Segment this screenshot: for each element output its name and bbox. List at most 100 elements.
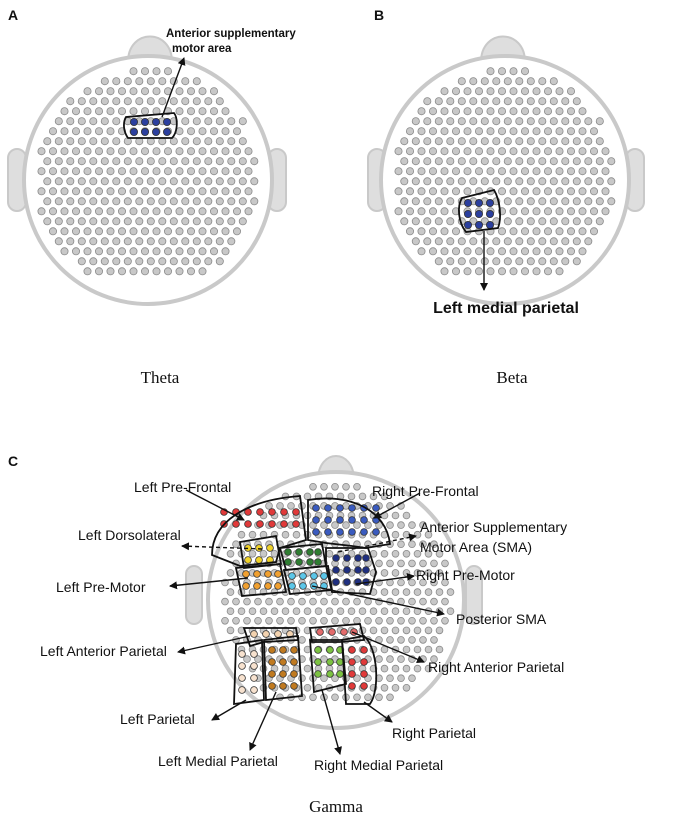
electrode	[607, 157, 616, 166]
electrode	[440, 87, 449, 96]
panel-b: B Left medial parietal Beta	[367, 7, 645, 387]
arrow-left-medial-parietal	[249, 691, 277, 751]
electrode	[397, 616, 405, 625]
electrode-right-pre-frontal	[336, 516, 344, 524]
electrode	[578, 127, 587, 136]
electrode	[413, 664, 422, 673]
electrode	[89, 137, 98, 146]
electrode	[434, 197, 443, 206]
arrow-posterior-sma	[311, 585, 445, 617]
electrode	[424, 569, 433, 577]
electrode	[298, 674, 306, 682]
electrode	[192, 197, 201, 206]
electrode	[544, 247, 553, 256]
electrode	[402, 511, 411, 520]
electrode	[509, 67, 518, 76]
electrode	[209, 167, 218, 176]
electrode	[480, 97, 489, 106]
electrode	[152, 207, 161, 216]
label-right-anterior-parietal: Right Anterior Parietal	[428, 659, 564, 675]
electrode-left-anterior-parietal	[274, 630, 282, 638]
caption-beta: Beta	[496, 368, 528, 387]
electrode	[430, 616, 438, 625]
electrode-right-pre-frontal	[324, 504, 332, 512]
electrode	[584, 117, 593, 126]
electrode	[66, 97, 75, 106]
electrode	[60, 187, 69, 196]
electrode	[375, 693, 383, 702]
electrode-right-medial-parietal	[326, 646, 334, 654]
electrode	[590, 127, 599, 136]
electrode-right-pre-motor	[332, 554, 340, 562]
electrode-right-pre-motor	[343, 554, 351, 562]
right-ear-c	[465, 565, 483, 625]
electrode-left-parietal	[238, 686, 246, 694]
electrode	[532, 227, 541, 236]
electrode	[227, 157, 236, 166]
arrow-right-medial-parietal	[321, 689, 342, 755]
electrode	[521, 127, 530, 136]
electrode	[192, 97, 201, 106]
electrode	[204, 197, 213, 206]
electrode	[457, 177, 466, 186]
electrode	[397, 540, 405, 548]
electrode	[402, 569, 411, 577]
electrode	[146, 97, 155, 106]
electrode	[423, 137, 432, 146]
electrode	[123, 157, 132, 166]
electrode	[446, 217, 455, 226]
electrode	[221, 187, 230, 196]
electrode	[469, 97, 478, 106]
electrode	[112, 97, 121, 106]
electrode	[221, 207, 230, 216]
label-left-parietal: Left Parietal	[120, 711, 195, 727]
electrode	[135, 77, 144, 86]
electrode	[419, 540, 427, 548]
electrode-left-parietal	[238, 662, 246, 670]
electrode-left-medial-parietal	[279, 670, 287, 678]
electrode-right-parietal	[360, 670, 368, 678]
electrode	[408, 540, 416, 548]
electrode	[192, 237, 201, 246]
electrode	[152, 227, 161, 236]
electrode	[408, 521, 416, 529]
electrode	[549, 217, 558, 226]
electrode	[186, 247, 195, 256]
electrode	[66, 237, 75, 246]
electrode	[561, 97, 570, 106]
electrode	[497, 87, 506, 96]
electrode-anterior-sma	[295, 558, 303, 566]
electrode	[169, 97, 178, 106]
outline-left-parietal	[233, 638, 265, 706]
electrode	[457, 137, 466, 146]
electrode	[394, 167, 403, 176]
electrode	[492, 157, 501, 166]
electrode	[112, 137, 121, 146]
electrode	[435, 645, 444, 654]
electrode	[100, 77, 109, 86]
electrode	[549, 117, 558, 126]
electrode	[60, 107, 69, 116]
electrode	[331, 597, 339, 606]
electrode	[204, 117, 213, 126]
electrode	[221, 616, 229, 625]
electrode	[561, 177, 570, 186]
electrode	[83, 147, 92, 156]
electrode	[391, 588, 400, 596]
electrode	[331, 693, 339, 702]
electrode	[397, 578, 405, 587]
electrode-left-parietal	[238, 650, 246, 658]
electrode	[215, 157, 224, 166]
electrode	[572, 237, 581, 246]
electrode	[158, 197, 167, 206]
electrode	[181, 77, 190, 86]
electrode	[49, 207, 58, 216]
electrode	[567, 227, 576, 236]
electrode	[303, 492, 312, 501]
electrode	[152, 147, 161, 156]
electrode	[100, 137, 109, 146]
electrode	[457, 157, 466, 166]
electrode-left-medial-parietal	[290, 682, 298, 690]
electrode	[532, 107, 541, 116]
electrode	[169, 257, 178, 266]
